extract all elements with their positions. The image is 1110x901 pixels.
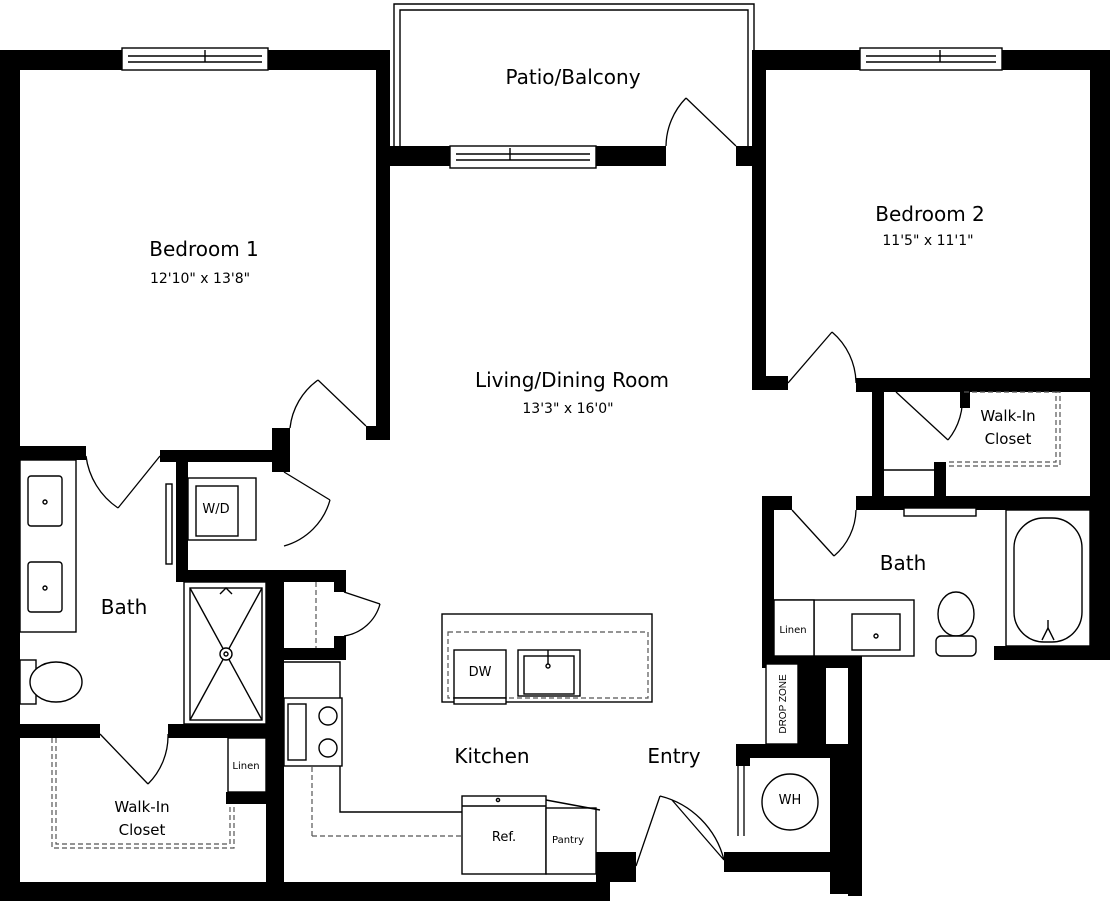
patio-label: Patio/Balcony	[505, 65, 641, 89]
washer-dryer-label: W/D	[202, 502, 230, 517]
water-heater-label: WH	[778, 793, 802, 808]
bedroom2-dimensions: 11'5" x 11'1"	[882, 233, 974, 249]
living-dining-dimensions: 13'3" x 16'0"	[522, 401, 614, 417]
entry-label: Entry	[647, 744, 701, 768]
windows	[121, 47, 1003, 517]
doors	[85, 97, 964, 867]
bath1-fixtures	[19, 459, 267, 725]
bedroom2-label: Bedroom 2	[875, 202, 985, 226]
pantry-label: Pantry	[552, 835, 584, 846]
refrigerator-label: Ref.	[491, 830, 517, 845]
bath2-label: Bath	[879, 551, 927, 575]
living-dining-label: Living/Dining Room	[474, 368, 670, 392]
kitchen-fixtures	[227, 599, 819, 875]
linen2-label: Linen	[779, 625, 807, 636]
walkin-closet2-label-2: Closet	[984, 430, 1032, 448]
patio-outline	[393, 3, 755, 146]
walkin-closet1-label-1: Walk-In	[114, 798, 170, 816]
bath1-label: Bath	[100, 595, 148, 619]
dishwasher-label: DW	[468, 665, 492, 680]
bedroom1-label: Bedroom 1	[149, 237, 259, 261]
bath2-fixtures	[773, 509, 1091, 657]
kitchen-label: Kitchen	[454, 744, 530, 768]
walls	[0, 50, 1110, 901]
bedroom1-dimensions: 12'10" x 13'8"	[149, 271, 251, 287]
walkin-closet2-label-1: Walk-In	[980, 407, 1036, 425]
drop-zone-label: DROP ZONE	[778, 674, 789, 734]
linen1-label: Linen	[232, 761, 260, 772]
walkin-closet1-label-2: Closet	[118, 821, 166, 839]
closet-shelves	[51, 391, 1061, 849]
